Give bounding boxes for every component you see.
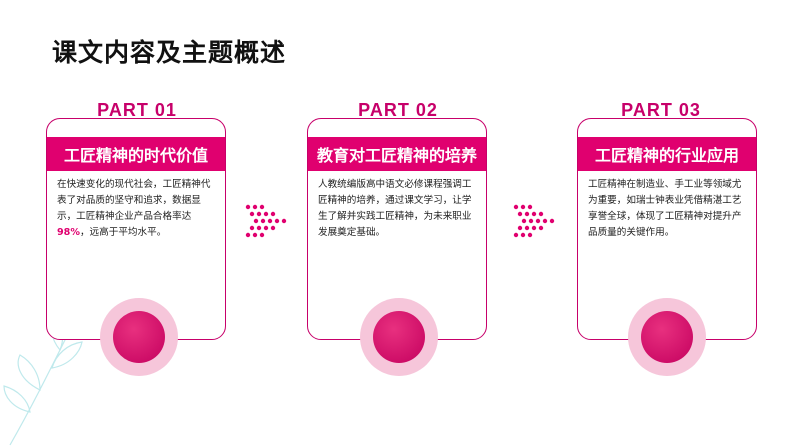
- slide-title: 课文内容及主题概述: [52, 38, 287, 67]
- card-1-dot: [100, 298, 178, 376]
- card-1: 工匠精神的时代价值 在快速变化的现代社会，工匠精神代表了对品质的坚守和追求，数据…: [46, 118, 226, 340]
- dotted-arrow-icon-1: [245, 204, 287, 238]
- card-2-body: 人教统编版高中语文必修课程强调工匠精神的培养，通过课文学习，让学生了解并实践工匠…: [318, 179, 472, 238]
- card-1-text-end: ，远高于平均水平。: [79, 227, 167, 238]
- card-3-body: 工匠精神在制造业、手工业等领域尤为重要，如瑞士钟表业凭借精湛工艺享誉全球，体现了…: [588, 179, 742, 238]
- part-label-2: PART 02: [358, 100, 438, 120]
- card-1-body: 在快速变化的现代社会，工匠精神代表了对品质的坚守和追求，数据显示，工匠精神企业产…: [57, 177, 217, 241]
- dotted-arrow-icon-2: [513, 204, 555, 238]
- card-2-dot: [360, 298, 438, 376]
- card-1-text: 在快速变化的现代社会，工匠精神代表了对品质的坚守和追求，数据显示，工匠精神企业产…: [57, 179, 211, 222]
- card-3-dot: [628, 298, 706, 376]
- card-1-heading: 工匠精神的时代价值: [47, 137, 225, 171]
- card-3: 工匠精神的行业应用 工匠精神在制造业、手工业等领域尤为重要，如瑞士钟表业凭借精湛…: [577, 118, 757, 340]
- card-1-highlight: 98%: [57, 227, 80, 238]
- card-2-heading: 教育对工匠精神的培养: [308, 137, 486, 171]
- card-3-heading: 工匠精神的行业应用: [578, 137, 756, 171]
- part-label-1: PART 01: [97, 100, 177, 120]
- part-label-3: PART 03: [621, 100, 701, 120]
